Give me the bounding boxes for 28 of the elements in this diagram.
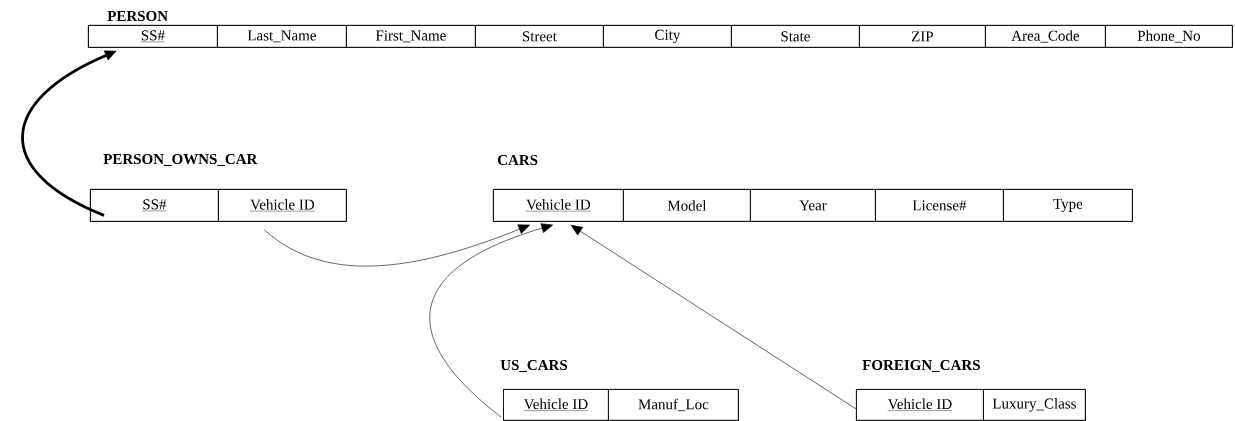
table-cell: Street	[475, 25, 604, 48]
table-cell: Model	[623, 189, 751, 222]
table-cell: Phone_No	[1105, 25, 1233, 48]
table-cell: First_Name	[346, 25, 476, 48]
table-cell: Vehicle ID	[503, 389, 609, 421]
node-label: US_CARS	[500, 360, 568, 373]
arrow	[264, 224, 530, 267]
arrow	[430, 223, 553, 418]
arrow	[570, 224, 857, 410]
table-cell: Vehicle ID	[218, 189, 347, 222]
table-cell: SS#	[90, 189, 219, 222]
table-cell: City	[603, 25, 732, 48]
table-cell: Last_Name	[217, 25, 347, 48]
table-cell: Area_Code	[985, 25, 1106, 48]
table-cell: Vehicle ID	[856, 389, 984, 421]
table-cell: SS#	[88, 25, 218, 48]
node-label: PERSON_OWNS_CAR	[103, 154, 258, 167]
table-cell: Type	[1003, 189, 1133, 222]
table-cell: Luxury_Class	[983, 389, 1086, 421]
table-cell: Year	[750, 189, 876, 222]
node-label: FOREIGN_CARS	[862, 360, 980, 373]
table-cell: ZIP	[859, 25, 986, 48]
node-label: CARS	[497, 154, 538, 166]
table-cell: Vehicle ID	[493, 189, 624, 222]
table-cell: Manuf_Loc	[608, 389, 739, 421]
table-cell: State	[731, 25, 860, 48]
node-label: PERSON	[107, 10, 168, 22]
table-cell: License#	[875, 189, 1004, 222]
